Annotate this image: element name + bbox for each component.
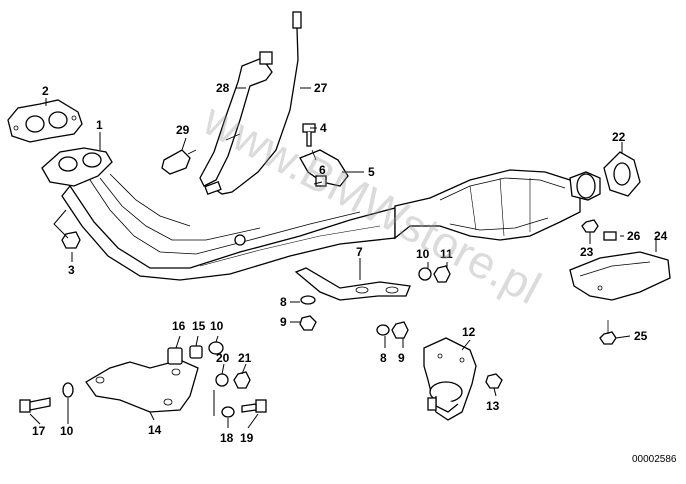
part-bolt-19[interactable] (241, 399, 267, 413)
part-nut-11[interactable] (433, 265, 451, 283)
part-bracket-14[interactable] (85, 359, 199, 413)
callout-10c: 10 (60, 424, 74, 438)
callout-19: 19 (240, 431, 254, 445)
callout-21: 21 (238, 351, 252, 365)
part-clamp-5[interactable] (299, 149, 349, 187)
callout-8a: 8 (280, 295, 287, 309)
part-washer-10c[interactable] (62, 382, 74, 398)
callout-15: 15 (192, 319, 206, 333)
part-washer-8a[interactable] (300, 295, 316, 305)
callout-9a: 9 (280, 315, 287, 329)
callout-7: 7 (356, 245, 363, 259)
callout-22: 22 (612, 130, 626, 144)
part-bolt-17[interactable] (19, 397, 51, 413)
callout-29: 29 (176, 123, 190, 137)
callout-28: 28 (216, 81, 230, 95)
callout-13: 13 (486, 399, 500, 413)
callout-16: 16 (172, 319, 186, 333)
part-clip-26[interactable] (603, 231, 617, 241)
callout-26: 26 (627, 229, 641, 243)
part-bolt-6[interactable] (315, 175, 327, 187)
part-heat-shield-24[interactable] (569, 251, 671, 301)
part-washer-10a[interactable] (418, 267, 432, 281)
callout-24: 24 (654, 229, 668, 243)
part-bushing-16[interactable] (167, 347, 183, 365)
callout-10b: 10 (210, 319, 224, 333)
callout-8b: 8 (380, 351, 387, 365)
part-bolt-25[interactable] (599, 320, 617, 345)
part-nut-9a[interactable] (299, 315, 317, 331)
part-nut-9b[interactable] (391, 321, 409, 339)
part-nut-13[interactable] (485, 373, 503, 389)
part-rubber-mount-12[interactable] (423, 337, 477, 421)
part-bracket-7[interactable] (294, 267, 411, 301)
callout-4: 4 (320, 121, 327, 135)
part-sleeve-15[interactable] (189, 345, 203, 359)
callout-20: 20 (216, 351, 230, 365)
callout-6: 6 (319, 163, 326, 177)
callout-14: 14 (148, 423, 162, 437)
part-catalytic-converter[interactable] (394, 169, 601, 241)
callout-3: 3 (68, 263, 75, 277)
part-washer-8b[interactable] (376, 324, 390, 336)
leader-lines (29, 87, 657, 429)
callout-17: 17 (32, 424, 46, 438)
part-nut-21[interactable] (233, 371, 251, 389)
part-washer-20[interactable] (215, 373, 229, 387)
callout-2: 2 (42, 84, 49, 98)
part-oxygen-sensor-27[interactable] (204, 11, 302, 195)
callout-9b: 9 (398, 351, 405, 365)
callout-23: 23 (580, 245, 594, 259)
callout-labels: 1 2 3 4 5 6 7 8 8 9 9 10 10 10 11 12 13 … (32, 81, 668, 445)
callout-18: 18 (220, 431, 234, 445)
part-nut-23[interactable] (581, 219, 599, 233)
reference-number: 00002586 (632, 454, 677, 465)
callout-25: 25 (634, 329, 648, 343)
callout-27: 27 (314, 81, 328, 95)
callout-12: 12 (462, 325, 476, 339)
part-gasket-22[interactable] (603, 151, 641, 197)
part-plug-29[interactable] (161, 149, 197, 175)
callout-10a: 10 (416, 247, 430, 261)
part-bracket-28[interactable] (199, 51, 273, 187)
callout-5: 5 (368, 165, 375, 179)
part-gasket-2[interactable] (7, 99, 83, 143)
callout-11: 11 (440, 247, 453, 261)
part-washer-18[interactable] (221, 406, 235, 418)
callout-1: 1 (96, 118, 103, 132)
